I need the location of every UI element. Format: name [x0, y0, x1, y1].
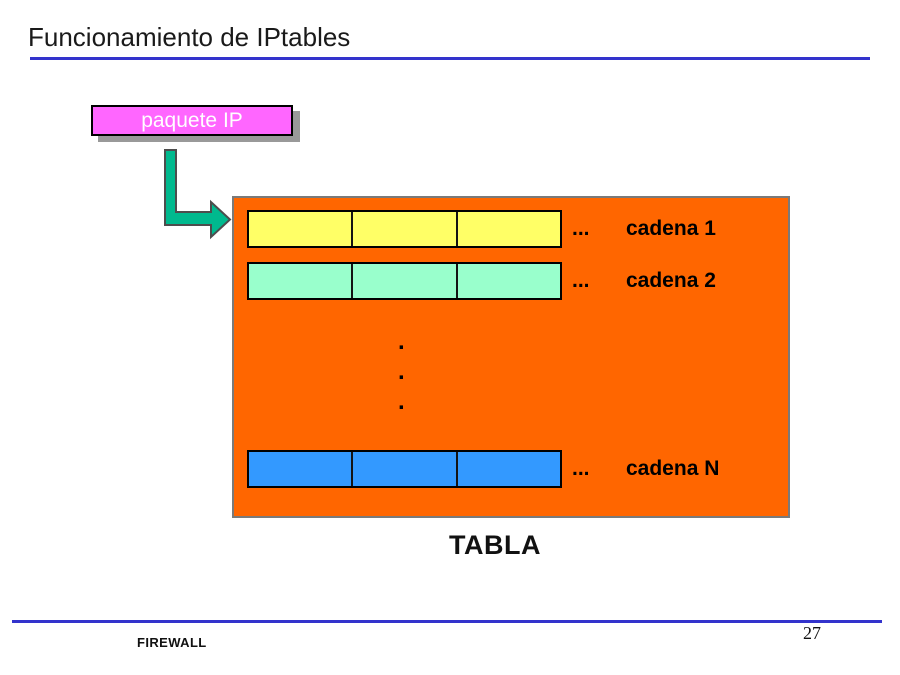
- title-underline: [30, 57, 870, 60]
- chain-bar-1: [247, 210, 562, 248]
- page-number: 27: [803, 623, 821, 643]
- chain-bar-segment: [455, 212, 560, 246]
- chain-label-n: cadena N: [626, 457, 720, 480]
- chain-ellipsis-n: ...: [572, 457, 590, 480]
- chain-bar-segment: [455, 452, 560, 486]
- table-caption: TABLA: [449, 530, 541, 560]
- chain-bar-segment: [351, 264, 455, 298]
- chain-label-1: cadena 1: [626, 217, 716, 240]
- chain-ellipsis-2: ...: [572, 269, 590, 292]
- chain-bar-segment: [351, 212, 455, 246]
- packet-ip-box: paquete IP: [91, 105, 293, 136]
- chain-bar-segment: [249, 264, 351, 298]
- chain-bar-segment: [351, 452, 455, 486]
- chain-bar-segment: [455, 264, 560, 298]
- flow-arrow-icon: [164, 149, 232, 240]
- chain-ellipsis-1: ...: [572, 217, 590, 240]
- vertical-ellipsis-dot: .: [398, 328, 405, 355]
- vertical-ellipsis-dot: .: [398, 388, 405, 415]
- chain-bar-segment: [249, 212, 351, 246]
- chain-label-2: cadena 2: [626, 269, 716, 292]
- chain-bar-n: [247, 450, 562, 488]
- packet-ip-label: paquete IP: [141, 108, 243, 132]
- footer-line: [12, 620, 882, 623]
- flow-arrow-shape: [164, 149, 232, 240]
- chain-bar-segment: [249, 452, 351, 486]
- slide-title: Funcionamiento de IPtables: [28, 22, 351, 52]
- chain-bar-2: [247, 262, 562, 300]
- footer-label: FIREWALL: [137, 635, 207, 650]
- vertical-ellipsis-dot: .: [398, 358, 405, 385]
